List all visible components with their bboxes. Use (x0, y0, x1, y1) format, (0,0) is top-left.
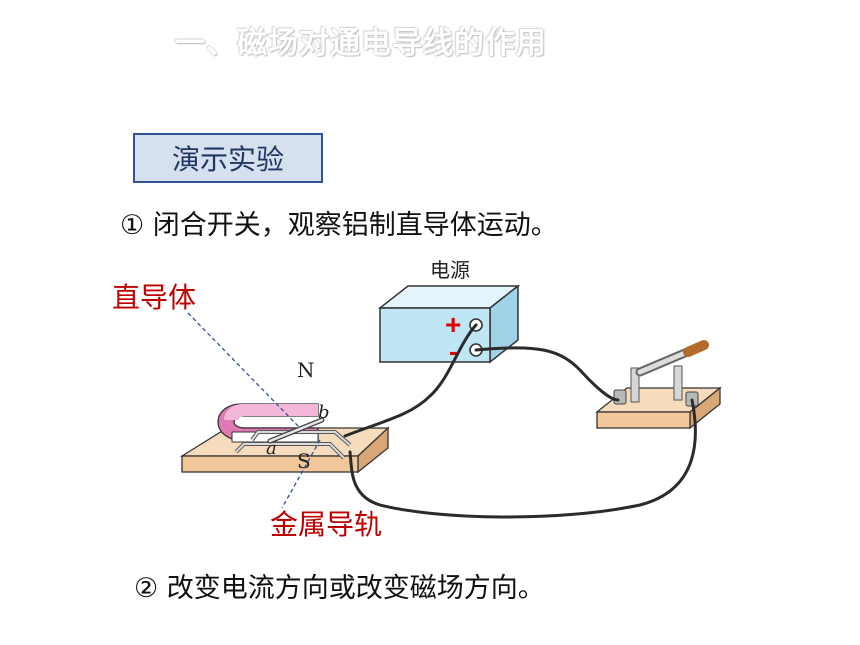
power-supply-label: 电源 (430, 258, 470, 282)
step-1-text: ① 闭合开关，观察铝制直导体运动。 (120, 210, 558, 241)
page-title: 一、磁场对通电导线的作用 (175, 26, 547, 61)
north-pole-label: N (297, 358, 315, 382)
switch (595, 340, 722, 430)
conductor-label: 直导体 (112, 281, 197, 314)
metal-rail-label: 金属导轨 (270, 508, 383, 541)
plus-sign: + (445, 309, 461, 340)
label-pointers (187, 312, 321, 509)
demo-experiment-label: 演示实验 (133, 133, 323, 183)
south-pole-label: S (297, 449, 311, 473)
point-a-label: a (266, 438, 277, 459)
power-supply: + - (377, 284, 521, 366)
wires (343, 323, 697, 519)
point-b-label: b (318, 402, 330, 423)
minus-sign: - (449, 336, 458, 366)
demo-experiment-text: 演示实验 (171, 143, 284, 176)
metal-rails: a b (234, 402, 352, 460)
step-2-text: ② 改变电流方向或改变磁场方向。 (134, 573, 545, 604)
